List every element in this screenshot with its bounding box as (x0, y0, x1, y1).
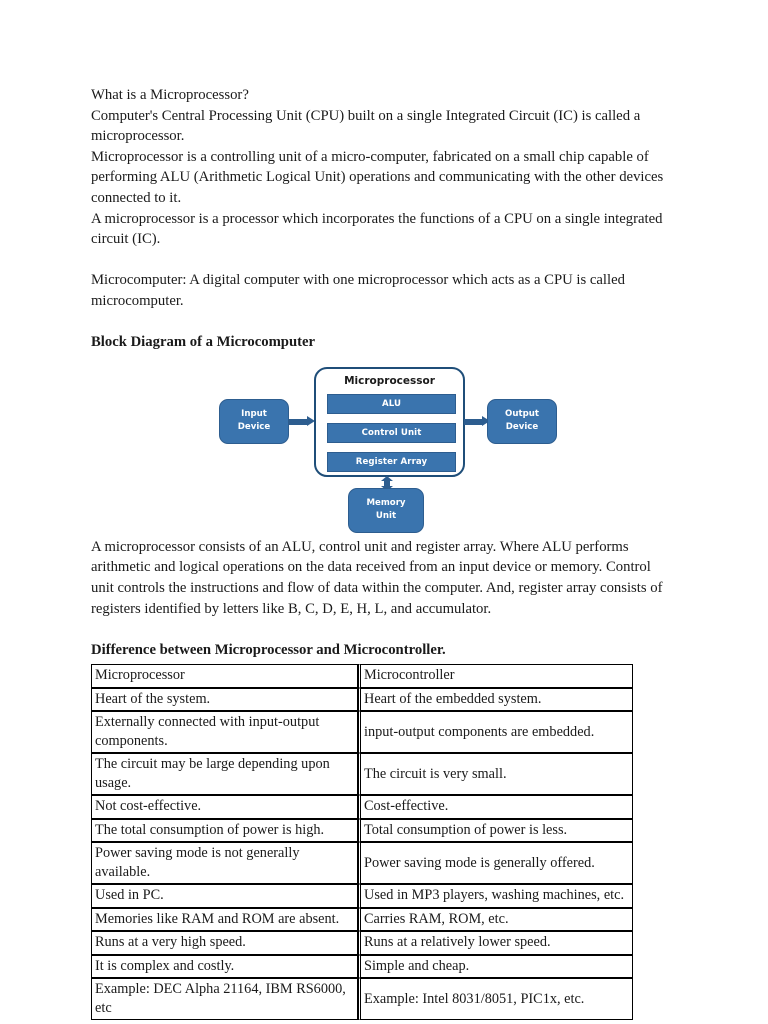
diagram-alu-box: ALU (327, 393, 456, 414)
table-cell-right: Used in MP3 players, washing machines, e… (358, 884, 633, 908)
diagram-microprocessor-container: Microprocessor ALU Control Unit Register… (314, 366, 465, 477)
memory-unit-line-1: Memory (366, 498, 406, 509)
table-header-row: Microprocessor Microcontroller (91, 664, 633, 688)
table-row: The total consumption of power is high. … (91, 818, 633, 843)
table-row: Not cost-effective. Cost-effective. (91, 795, 633, 819)
paragraph-microprocessor-parts: A microprocessor consists of an ALU, con… (91, 538, 663, 617)
diagram-output-device-box: Output Device (487, 398, 557, 444)
table-cell-left: Memories like RAM and ROM are absent. (91, 907, 358, 932)
table-cell-left: It is complex and costly. (91, 954, 358, 979)
memory-unit-line-2: Unit (375, 511, 397, 522)
table-header-microprocessor: Microprocessor (91, 664, 358, 688)
table-cell-right: input-output components are embedded. (358, 711, 633, 754)
table-cell-left: The total consumption of power is high. (91, 818, 358, 843)
table-cell-right: Simple and cheap. (358, 954, 633, 979)
table-row: Externally connected with input-output c… (91, 711, 633, 754)
table-cell-right: The circuit is very small. (358, 753, 633, 796)
arrow-input-to-microprocessor-icon (289, 415, 315, 427)
table-row: Example: DEC Alpha 21164, IBM RS6000, et… (91, 978, 633, 1021)
input-device-line-1: Input (241, 409, 267, 420)
table-cell-right: Carries RAM, ROM, etc. (358, 907, 633, 932)
block-diagram: Input Device Microprocessor ALU Control … (215, 359, 560, 537)
section-heading-block-diagram: Block Diagram of a Microcomputer (91, 334, 316, 351)
diagram-memory-unit-box: Memory Unit (348, 487, 424, 533)
section-heading-difference-table: Difference between Microprocessor and Mi… (91, 641, 446, 658)
table-cell-left: Heart of the system. (91, 687, 358, 712)
microprocessor-label: Microprocessor (344, 374, 435, 387)
diagram-register-array-box: Register Array (327, 451, 456, 472)
table-cell-right: Cost-effective. (358, 795, 633, 819)
paragraph-cpu-definition: Computer's Central Processing Unit (CPU)… (91, 107, 641, 145)
table-row: Used in PC. Used in MP3 players, washing… (91, 884, 633, 908)
table-cell-left: The circuit may be large depending upon … (91, 753, 358, 796)
output-device-line-1: Output (505, 409, 539, 420)
paragraph-spacer (91, 250, 666, 271)
table-heading-spacer (91, 619, 666, 640)
table-cell-left: Externally connected with input-output c… (91, 711, 358, 754)
table-cell-left: Used in PC. (91, 884, 358, 908)
table-cell-right: Example: Intel 8031/8051, PIC1x, etc. (358, 978, 633, 1021)
table-cell-right: Total consumption of power is less. (358, 818, 633, 843)
table-cell-left: Runs at a very high speed. (91, 931, 358, 955)
heading-spacer (91, 312, 666, 333)
table-row: The circuit may be large depending upon … (91, 753, 633, 796)
diagram-control-unit-box: Control Unit (327, 422, 456, 443)
paragraph-controlling-unit: Microprocessor is a controlling unit of … (91, 148, 664, 206)
table-cell-right: Heart of the embedded system. (358, 687, 633, 712)
arrow-microprocessor-to-output-icon (464, 415, 490, 427)
paragraph-question: What is a Microprocessor? (91, 87, 249, 103)
input-device-line-2: Device (237, 422, 271, 433)
table-header-microcontroller: Microcontroller (358, 664, 633, 688)
table-row: Runs at a very high speed. Runs at a rel… (91, 931, 633, 955)
paragraph-processor-functions: A microprocessor is a processor which in… (91, 210, 663, 248)
block-diagram-figure: Input Device Microprocessor ALU Control … (91, 359, 666, 537)
table-row: Power saving mode is not generally avail… (91, 842, 633, 885)
table-row: Heart of the system. Heart of the embedd… (91, 687, 633, 712)
table-cell-left: Example: DEC Alpha 21164, IBM RS6000, et… (91, 978, 358, 1021)
table-cell-left: Power saving mode is not generally avail… (91, 842, 358, 885)
paragraph-microcomputer: Microcomputer: A digital computer with o… (91, 272, 625, 309)
comparison-table: Microprocessor Microcontroller Heart of … (91, 664, 633, 1021)
table-cell-right: Power saving mode is generally offered. (358, 842, 633, 885)
output-device-line-2: Device (505, 422, 539, 433)
table-cell-left: Not cost-effective. (91, 795, 358, 819)
table-cell-right: Runs at a relatively lower speed. (358, 931, 633, 955)
table-row: Memories like RAM and ROM are absent. Ca… (91, 907, 633, 932)
comparison-table-body: Microprocessor Microcontroller Heart of … (91, 664, 633, 1021)
document-content: What is a Microprocessor? Computer's Cen… (91, 85, 666, 1021)
diagram-input-device-box: Input Device (219, 398, 289, 444)
table-row: It is complex and costly. Simple and che… (91, 954, 633, 979)
